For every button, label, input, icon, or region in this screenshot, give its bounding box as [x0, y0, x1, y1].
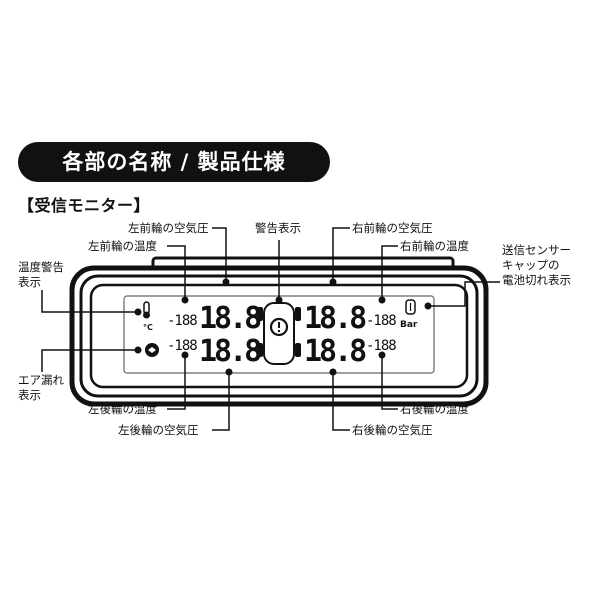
label-fr-temp: 右前輪の温度	[400, 239, 469, 253]
label-fl-temp: 左前輪の温度	[88, 239, 157, 253]
label-rr-temp: 右後輪の温度	[400, 402, 469, 416]
rl-temp-digits: -188	[167, 338, 197, 354]
label-rr-pressure: 右後輪の空気圧	[352, 423, 433, 437]
section-heading: 【受信モニター】	[18, 196, 151, 215]
label-air-leak-line2: 表示	[18, 388, 41, 402]
leader-rl-temp	[167, 355, 186, 410]
leader-temp-warn	[41, 290, 138, 313]
dot-warning	[275, 296, 283, 304]
rl-pressure-digits: 18.8	[199, 334, 261, 369]
label-battery-line2: キャップの	[502, 258, 560, 272]
leader-air-leak	[41, 349, 138, 372]
label-battery-line3: 電池切れ表示	[502, 273, 571, 287]
dot-rl-temp	[181, 351, 189, 359]
tire-warning-icon	[257, 302, 301, 365]
dot-fr-pressure	[329, 278, 337, 286]
fl-temp-digits: -188	[167, 313, 197, 329]
fr-pressure-digits: 18.8	[304, 301, 366, 336]
label-temp-warn-line1: 温度警告	[18, 260, 64, 274]
bar-unit: Bar	[400, 320, 418, 330]
fl-pressure-digits: 18.8	[199, 301, 261, 336]
dot-fl-pressure	[222, 278, 230, 286]
dot-air-leak	[134, 346, 142, 354]
dot-fl-temp	[181, 296, 189, 304]
label-rl-temp: 左後輪の温度	[88, 402, 157, 416]
battery-icon	[405, 299, 416, 315]
rr-pressure-digits: 18.8	[304, 334, 366, 369]
page-title: 各部の名称 / 製品仕様	[62, 150, 286, 174]
label-fr-pressure: 右前輪の空気圧	[352, 221, 433, 235]
label-air-leak-line1: エア漏れ	[18, 373, 64, 387]
title-banner: 各部の名称 / 製品仕様	[18, 142, 330, 182]
dot-temp-warn	[134, 308, 142, 316]
leader-fl-pressure	[212, 227, 227, 282]
dot-rl-pressure	[225, 368, 233, 376]
label-warning: 警告表示	[255, 221, 301, 235]
celsius-unit: °C	[143, 323, 153, 332]
dot-battery	[424, 302, 432, 310]
leader-rr-temp	[381, 355, 398, 410]
fr-temp-digits: -188	[366, 313, 396, 329]
dot-rr-temp	[378, 351, 386, 359]
label-rl-pressure: 左後輪の空気圧	[118, 423, 199, 437]
leader-fr-temp	[381, 245, 398, 300]
leader-battery	[428, 281, 500, 307]
dot-fr-temp	[378, 296, 386, 304]
leader-fr-pressure	[332, 227, 350, 282]
label-fl-pressure: 左前輪の空気圧	[128, 221, 209, 235]
rr-temp-digits: -188	[366, 338, 396, 354]
dot-rr-pressure	[329, 368, 337, 376]
label-temp-warn-line2: 表示	[18, 275, 41, 289]
leader-rr-pressure	[332, 372, 350, 431]
label-battery-line1: 送信センサー	[502, 243, 571, 257]
leader-fl-temp	[167, 245, 186, 300]
thermometer-icon	[143, 301, 150, 319]
air-leak-icon	[145, 343, 159, 357]
leader-rl-pressure	[212, 372, 230, 431]
